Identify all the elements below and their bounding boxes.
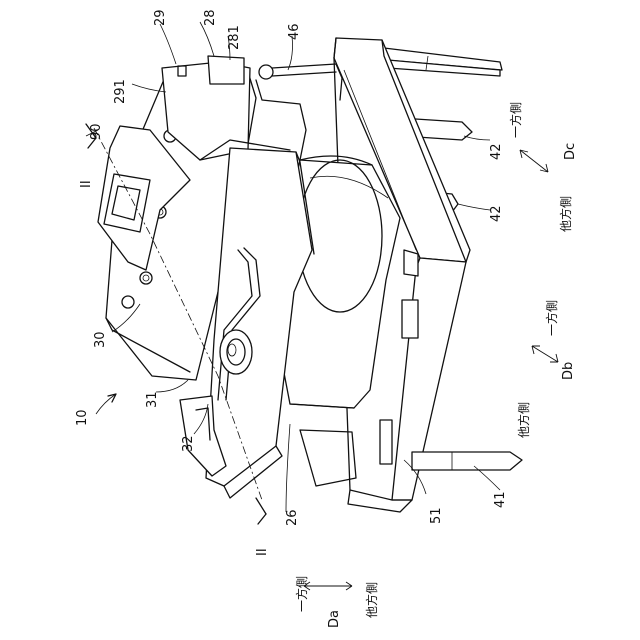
label-42-lower: 42 [489,205,504,222]
label-31: 31 [145,391,160,408]
terminal-42-upper [384,48,502,76]
dir-da-other-side: 他方側 [364,582,379,618]
assembly-arrow-10 [96,394,116,414]
dir-dc-name: Dc [563,143,578,160]
section-mark-bottom [256,498,266,514]
dir-db-name: Db [561,362,576,380]
label-32: 32 [181,435,196,452]
dir-db-one-side: 一方側 [544,300,559,336]
label-41: 41 [493,491,508,508]
terminal-41 [412,452,522,470]
label-26: 26 [285,509,300,526]
direction-arrow-da [304,582,352,590]
dir-da-name: Da [327,610,342,628]
label-30: 30 [93,331,108,348]
dir-db-other-side: 他方側 [516,402,531,438]
label-10: 10 [75,409,90,426]
label-29: 29 [153,9,168,26]
section-arrow-bottom [258,514,266,524]
label-28: 28 [203,9,218,26]
section-label-top: II [79,180,94,188]
dir-da-one-side: 一方側 [294,576,309,612]
section-label-bottom: II [255,548,270,556]
label-291: 291 [113,79,128,104]
dir-dc-other-side: 他方側 [558,196,573,232]
dir-dc-one-side: 一方側 [508,102,523,138]
label-51: 51 [429,507,444,524]
label-281: 281 [227,25,242,50]
direction-arrow-dc [520,150,548,172]
direction-arrow-db [532,346,558,362]
label-46: 46 [287,23,302,40]
label-90: 90 [89,123,104,140]
screw-31 [220,330,252,374]
label-42-upper: 42 [489,143,504,160]
contact-46 [256,64,342,160]
